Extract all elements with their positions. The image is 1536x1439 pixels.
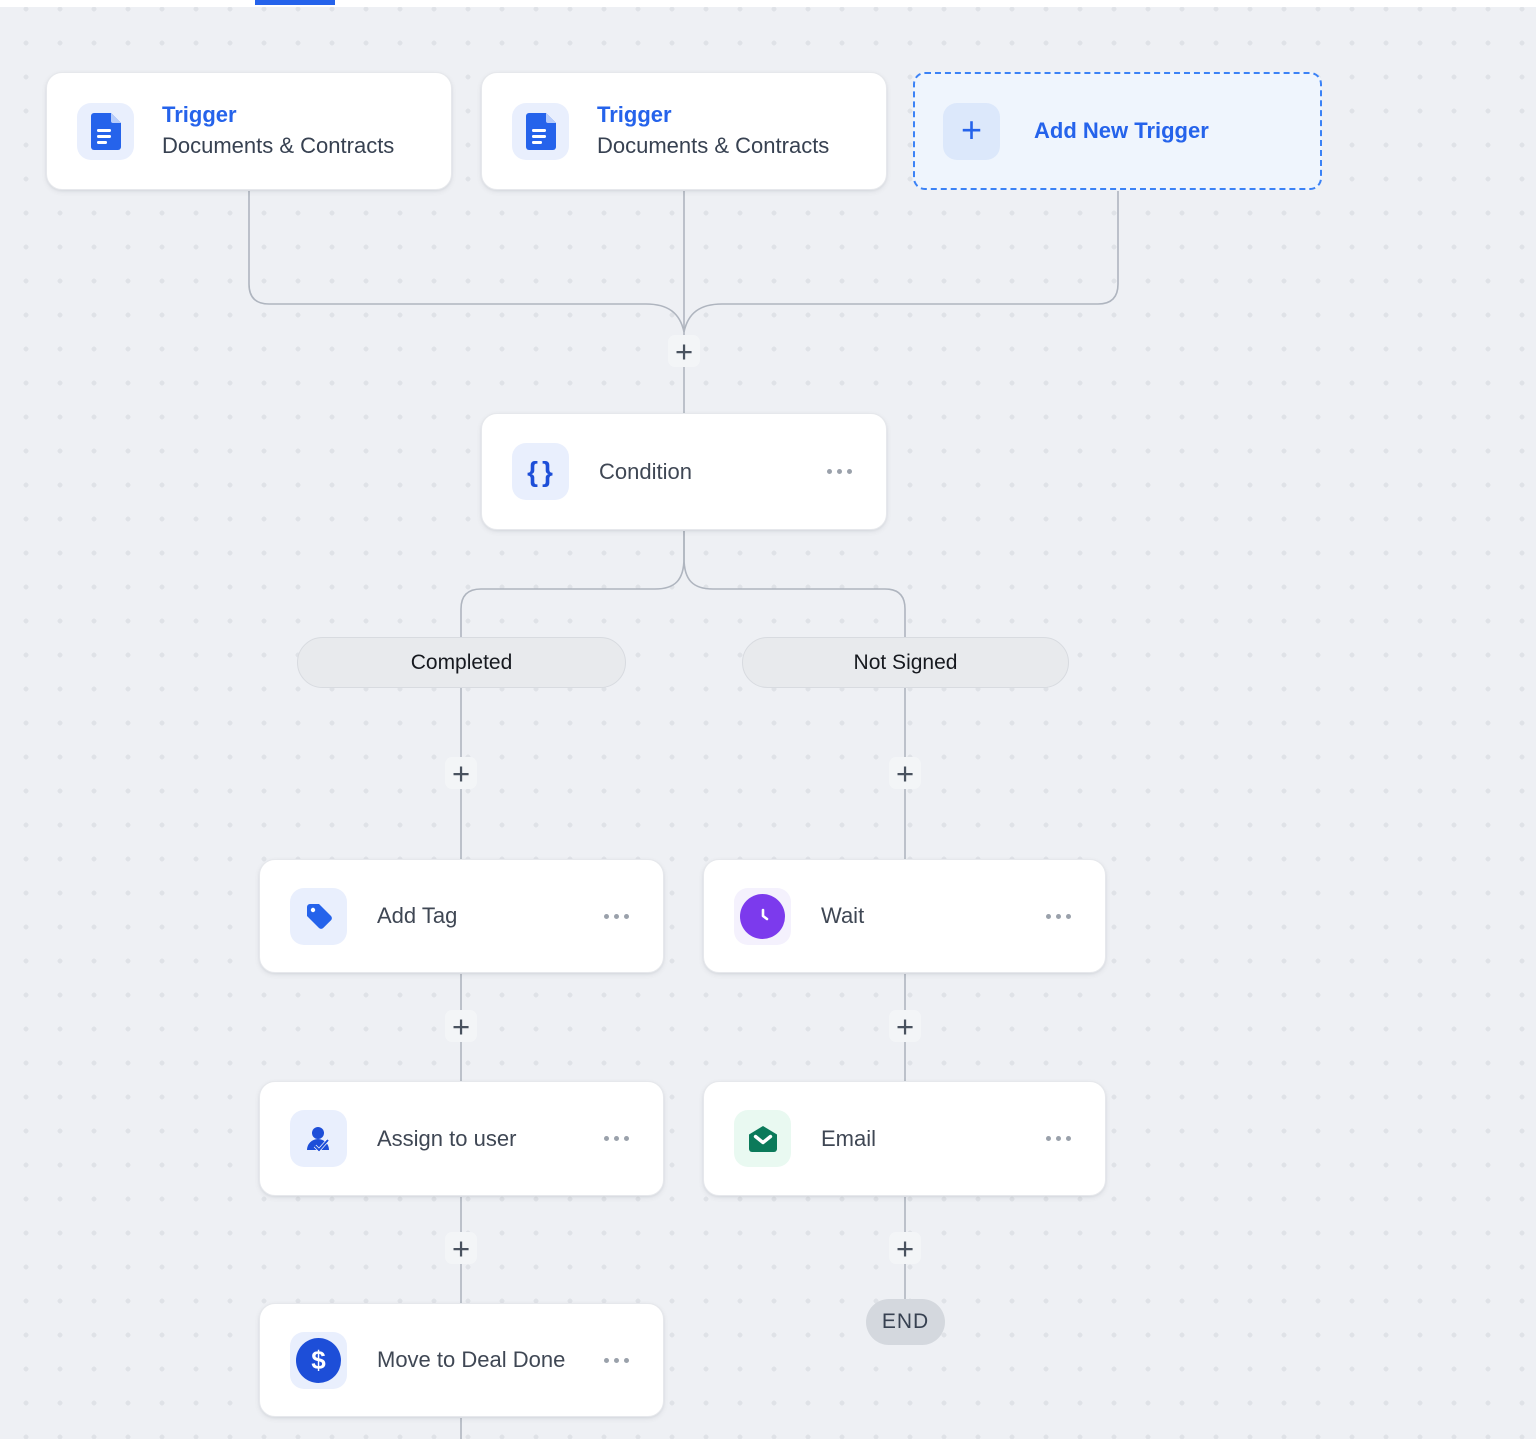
wait-label: Wait xyxy=(821,903,865,928)
branch-label: Completed xyxy=(410,650,513,674)
braces-icon: {} xyxy=(512,443,569,500)
document-icon xyxy=(512,102,569,160)
email-label: Email xyxy=(821,1125,877,1151)
branch-label: Not Signed xyxy=(853,650,958,674)
email-node[interactable]: Email xyxy=(703,1081,1106,1196)
email-menu-icon[interactable] xyxy=(1046,1136,1071,1141)
assign-to-user-node[interactable]: Assign to user xyxy=(259,1081,664,1196)
add-action-button[interactable]: + xyxy=(668,335,700,367)
trigger-title: Trigger xyxy=(597,102,672,128)
end-label: END xyxy=(881,1310,930,1333)
assign-menu-icon[interactable] xyxy=(604,1136,629,1141)
condition-menu-icon[interactable] xyxy=(827,469,852,474)
trigger-subtitle: Documents & Contracts xyxy=(597,132,830,158)
move-to-deal-done-node[interactable]: $ Move to Deal Done xyxy=(259,1303,664,1417)
trigger-title: Trigger xyxy=(162,102,237,128)
clock-icon xyxy=(734,887,791,945)
add-new-trigger-label: Add New Trigger xyxy=(1034,118,1209,143)
add-tag-menu-icon[interactable] xyxy=(604,913,629,919)
wait-node[interactable]: Wait xyxy=(703,859,1106,973)
branch-pill-completed: Completed xyxy=(297,637,626,688)
wait-menu-icon[interactable] xyxy=(1046,913,1071,919)
end-node: END xyxy=(866,1299,945,1345)
envelope-open-icon xyxy=(734,1110,791,1167)
add-action-button[interactable]: + xyxy=(889,1010,921,1042)
tag-icon xyxy=(290,887,347,945)
trigger-subtitle: Documents & Contracts xyxy=(162,132,395,158)
condition-node[interactable]: {} Condition xyxy=(481,413,887,530)
trigger-node-2[interactable]: Trigger Documents & Contracts xyxy=(481,72,887,190)
add-action-button[interactable]: + xyxy=(445,1232,477,1264)
active-tab-indicator xyxy=(255,0,335,5)
document-icon xyxy=(77,102,134,160)
add-action-button[interactable]: + xyxy=(445,1010,477,1042)
top-toolbar-edge xyxy=(0,0,1536,7)
add-action-button[interactable]: + xyxy=(445,757,477,789)
condition-label: Condition xyxy=(599,458,692,484)
move-menu-icon[interactable] xyxy=(604,1357,629,1363)
add-tag-node[interactable]: Add Tag xyxy=(259,859,664,973)
move-to-deal-done-label: Move to Deal Done xyxy=(377,1347,566,1372)
assign-to-user-label: Assign to user xyxy=(377,1125,517,1151)
add-action-button[interactable]: + xyxy=(889,1232,921,1264)
dollar-icon: $ xyxy=(290,1331,347,1389)
plus-icon: + xyxy=(943,102,1000,160)
branch-pill-not-signed: Not Signed xyxy=(742,637,1069,688)
add-action-button[interactable]: + xyxy=(889,757,921,789)
user-check-icon xyxy=(290,1110,347,1167)
trigger-node-1[interactable]: Trigger Documents & Contracts xyxy=(46,72,452,190)
add-tag-label: Add Tag xyxy=(377,903,458,928)
add-new-trigger-button[interactable]: + Add New Trigger xyxy=(913,72,1322,190)
